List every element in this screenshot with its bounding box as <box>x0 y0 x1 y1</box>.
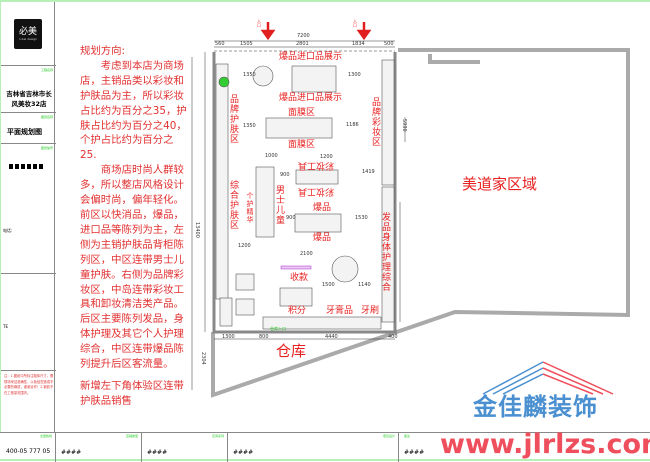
zone-brand-skincare: 品牌护肤区 <box>228 94 238 144</box>
store-type-cell: 店铺类型 #### <box>56 433 142 462</box>
remark-cell: 备注 #### <box>399 433 650 462</box>
zone-import-display: 爆品进口品展示 <box>279 93 343 103</box>
hotline-label: 全国热线 <box>39 434 52 438</box>
dim-label: 1530 <box>355 215 368 221</box>
dimension-lines <box>191 40 406 390</box>
dim-label: 900 <box>280 172 290 178</box>
dim-label: 4440 <box>325 334 338 340</box>
hotline-number: 400-05 777 05 <box>6 448 51 455</box>
dim-label: 2801 <box>296 41 309 47</box>
watermark-url: www.jlrlzs.com <box>440 429 650 460</box>
zone-mask: 面膜区 <box>288 108 316 118</box>
zone-import-display: 爆品进口品展示 <box>279 52 343 62</box>
project-section: 工程名称 吉林省吉林市长风美妆32店 <box>1 65 56 112</box>
notes-paragraph: 考虑到本店为商场店，主销品类以彩妆和护肤品为主，所以彩妆占比约为百分之35，护肤… <box>80 59 187 162</box>
store-type-label: 店铺类型 <box>125 434 138 438</box>
note-section: 注：1.图纸中所标注粗体尺寸，需现场来证准确性，以免给您造成不必要的麻烦，谢谢合… <box>1 370 56 432</box>
zone-general-skincare: 综合护肤区 <box>228 180 238 230</box>
zone-warehouse: 仓库 <box>276 342 307 360</box>
space-series-label: 空间系列 <box>211 434 224 438</box>
dim-total-width: 7200 <box>297 33 310 39</box>
store-walls <box>212 52 397 334</box>
warehouse-entry-label: 仓库入口 <box>270 326 286 331</box>
neighbor-area-label: 美道家区域 <box>462 175 538 193</box>
sidebar-note: 注：1.图纸中所标注粗体尺寸，需现场来证准确性，以免给您造成不必要的麻烦，谢谢合… <box>4 374 54 395</box>
space-series-cell: 空间系列 #### <box>142 433 228 462</box>
zone-brand-makeup: 品牌彩妆区 <box>370 97 380 147</box>
dim-label: 1300 <box>348 72 361 78</box>
number-label: 图纸编号 <box>40 146 53 150</box>
dim-label: 1505 <box>240 41 253 47</box>
hotline-cell: 全国热线 400-05 777 05 <box>0 433 56 462</box>
drawing-label: 图纸名称 <box>40 115 53 119</box>
dim-label: 1350 <box>243 72 256 78</box>
dim-label: 900 <box>286 215 296 221</box>
watermark-brand: 金佳麟装饰 <box>473 393 598 421</box>
dim-label: 1200 <box>320 154 333 160</box>
dim-label: 2100 <box>300 251 313 257</box>
zone-hot-items: 爆品 <box>313 233 332 243</box>
zone-cashier: 收款 <box>290 273 309 283</box>
dim-label: 1300 <box>222 334 235 340</box>
phone-prefix: 电话: <box>3 228 13 233</box>
design-label: 项目设计 <box>382 434 395 438</box>
notes-paragraph: 商场店时尚人群较多，所以整店风格设计会偏时尚，偏年轻化。前区以快消品，爆品，进口… <box>80 164 184 371</box>
dim-label: 13400 <box>194 222 200 238</box>
tel-prefix: TE <box>3 324 8 329</box>
notes-paragraph: 新增左下角体验区连带护肤品销售 <box>80 379 184 407</box>
planning-notes: 规划方向: 考虑到本店为商场店，主销品类以彩妆和护肤品为主，所以彩妆占比约为百分… <box>80 44 188 409</box>
dim-label: 1200 <box>238 243 251 249</box>
dim-label: 560 <box>215 41 225 47</box>
dim-label: 5990 <box>401 119 407 132</box>
watermark-roof-icon <box>482 361 614 395</box>
drawing-section: 图纸名称 平面规划图 <box>1 112 56 143</box>
zone-hot-items: 爆品 <box>313 203 332 213</box>
drawing-name: 平面规划图 <box>7 128 42 136</box>
zone-points: 积分 <box>288 306 307 316</box>
zone-mask: 面膜区 <box>288 140 316 150</box>
space-series-value: #### <box>147 449 168 456</box>
neighbor-walls <box>211 48 630 398</box>
dim-label: 500 <box>384 41 394 47</box>
design-cell: 项目设计 #### <box>228 433 399 462</box>
dim-label: 1186 <box>346 122 359 128</box>
entry-arrows <box>260 22 372 41</box>
number-section: 图纸编号 电话: <box>1 143 56 273</box>
dim-label: 1500 <box>322 282 335 288</box>
notes-title: 规划方向: <box>80 45 126 57</box>
dim-label: 1140 <box>358 282 371 288</box>
remark-value: #### <box>404 449 425 456</box>
zone-hair-body: 发品身体护理综合 <box>380 212 390 292</box>
zone-toothpaste: 牙膏品 <box>326 306 354 316</box>
redacted-number <box>9 164 45 169</box>
store-type-value: #### <box>61 449 82 456</box>
dim-label: 800 <box>259 334 269 340</box>
entry-label: 入口 <box>353 19 358 27</box>
zone-men-kids: 男士儿童 <box>274 185 284 225</box>
contact-section: TE <box>1 273 56 353</box>
design-value: #### <box>233 449 254 456</box>
remark-label: 备注 <box>404 434 411 438</box>
dim-label: 1834 <box>352 41 365 47</box>
dim-label: 1350 <box>243 123 256 129</box>
zone-personal-care: 个护精华 <box>246 192 254 224</box>
entry-label: 入口 <box>257 19 262 27</box>
project-name: 吉林省吉林市长风美妆32店 <box>6 90 52 108</box>
project-label: 工程名称 <box>40 68 53 72</box>
zone-makeup-tools: 彩妆工具 <box>298 186 335 196</box>
dim-label: 400 <box>388 334 398 340</box>
fixtures <box>215 59 395 330</box>
dim-label: 1000 <box>265 153 278 159</box>
dim-label: 1419 <box>362 169 375 175</box>
dim-label: 2304 <box>200 352 206 365</box>
zone-makeup-tools: 彩妆工具 <box>298 160 335 170</box>
zone-toothbrush: 牙刷 <box>361 306 380 316</box>
